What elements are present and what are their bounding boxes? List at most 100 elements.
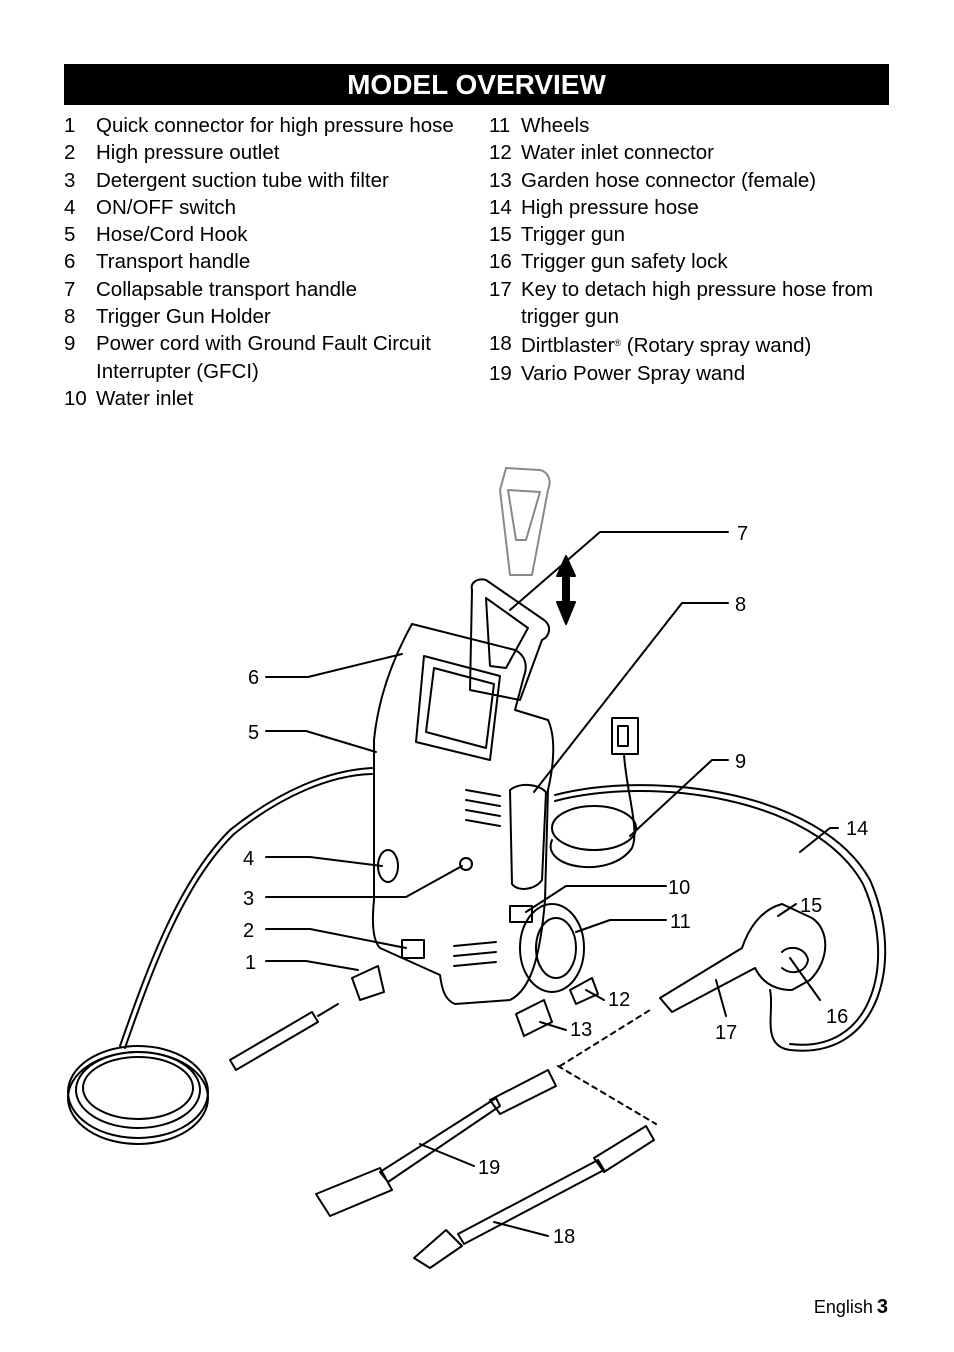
high-pressure-outlet (401, 939, 425, 959)
item-text: Wheels (521, 114, 590, 137)
item-number: 1 (64, 114, 76, 137)
item-text: High pressure hose (521, 195, 699, 219)
callout-16: 16 (826, 1006, 848, 1028)
transport-handle (469, 578, 550, 701)
item-number: 5 (64, 223, 76, 247)
item-text: Key to detach high pressure hose from tr… (521, 277, 874, 329)
trigger-gun-holder (509, 784, 547, 890)
list-item: 4 ON/OFF switch (64, 194, 474, 221)
item-number: 17 (489, 277, 512, 301)
callout-18: 18 (553, 1226, 575, 1248)
callout-14: 14 (846, 818, 868, 840)
item-number: 19 (489, 361, 512, 385)
item-number: 4 (64, 195, 76, 219)
callout-9: 9 (735, 751, 746, 773)
item-text: Vario Power Spray wand (521, 361, 746, 385)
up-down-arrow (556, 555, 576, 625)
item-number: 11 (489, 114, 511, 137)
item-text: Water inlet connector (521, 141, 714, 165)
item-number: 18 (489, 332, 512, 356)
callout-4: 4 (243, 848, 254, 870)
list-item: 5 Hose/Cord Hook (64, 221, 474, 248)
pressure-washer-diagram: 1 2 3 4 5 6 7 8 9 10 11 12 13 14 15 16 1… (67, 467, 887, 1269)
item-text: Garden hose connector (female) (521, 168, 817, 192)
footer-language: English (813, 1297, 873, 1317)
item-number: 2 (64, 141, 76, 165)
callout-2: 2 (243, 920, 254, 942)
hose-coil-outer (67, 1045, 209, 1139)
callout-10: 10 (668, 877, 690, 899)
gfci-plug (611, 717, 639, 755)
item-number: 12 (489, 141, 512, 165)
item-number: 3 (64, 168, 76, 192)
list-item: 15 Trigger gun (489, 221, 889, 248)
list-item: 12 Water inlet connector (489, 139, 889, 166)
vario-power-wand (315, 1167, 393, 1217)
item-text: Power cord with Ground Fault Circuit Int… (96, 332, 431, 383)
item-text-main: Dirtblaster (521, 334, 615, 358)
item-text: Collapsable transport handle (96, 277, 357, 301)
callout-8: 8 (735, 594, 746, 616)
list-item: 19 Vario Power Spray wand (489, 360, 889, 387)
list-item: 2 High pressure outlet (64, 139, 474, 166)
item-text: Trigger Gun Holder (96, 305, 271, 329)
callout-15: 15 (800, 895, 822, 917)
callout-6: 6 (248, 667, 259, 689)
callout-7: 7 (737, 523, 748, 545)
list-item: 13 Garden hose connector (female) (489, 167, 889, 194)
item-text: Detergent suction tube with filter (96, 168, 389, 192)
callout-17: 17 (715, 1022, 737, 1044)
list-item: 11 Wheels (489, 112, 889, 139)
item-number: 6 (64, 250, 76, 274)
hose-coil-mid (75, 1051, 201, 1129)
item-number: 10 (64, 386, 87, 410)
list-item: 3 Detergent suction tube with filter (64, 167, 474, 194)
dirtblaster-wand (413, 1229, 463, 1269)
item-number: 14 (489, 195, 512, 219)
list-item: 9 Power cord with Ground Fault Circuit In… (64, 330, 474, 385)
list-item: 17 Key to detach high pressure hose from … (489, 276, 889, 331)
callout-5: 5 (248, 722, 259, 744)
item-number: 13 (489, 168, 512, 192)
callout-19: 19 (478, 1157, 500, 1179)
item-text: Water inlet (96, 386, 194, 410)
item-number: 7 (64, 277, 76, 301)
callout-1: 1 (245, 952, 256, 974)
item-text-suffix: (Rotary spray wand) (621, 334, 812, 358)
item-text: Hose/Cord Hook (96, 223, 248, 247)
washer-body (371, 623, 555, 1005)
page-number: 3 (876, 1296, 888, 1318)
callout-3: 3 (243, 888, 254, 910)
list-item: 6 Transport handle (64, 248, 474, 275)
item-text: Dirtblaster® (Rotary spray wand) (521, 330, 889, 359)
list-item: 8 Trigger Gun Holder (64, 303, 474, 330)
callout-11: 11 (670, 911, 691, 933)
item-number: 9 (64, 332, 76, 356)
list-item: 18 Dirtblaster® (Rotary spray wand) (489, 330, 889, 359)
page-title: MODEL OVERVIEW (64, 64, 889, 105)
item-text: High pressure outlet (96, 141, 280, 165)
list-item: 14 High pressure hose (489, 194, 889, 221)
collapsable-handle (499, 467, 551, 576)
item-number: 16 (489, 250, 512, 274)
callout-13: 13 (570, 1019, 592, 1041)
hose-coil-inner (82, 1056, 194, 1120)
list-item: 10 Water inlet (64, 385, 474, 412)
item-text: ON/OFF switch (96, 195, 237, 219)
callout-12: 12 (608, 989, 630, 1011)
parts-list-right: 11 Wheels 12 Water inlet connector 13 Garde… (489, 112, 889, 387)
quick-connector (351, 965, 385, 1001)
registered-mark: ® (614, 338, 622, 349)
item-number: 15 (489, 223, 512, 247)
list-item: 7 Collapsable transport handle (64, 276, 474, 303)
trigger-gun (659, 903, 827, 1013)
hose-line (119, 767, 373, 1047)
item-number: 8 (64, 305, 76, 329)
item-text: Trigger gun (521, 223, 626, 247)
wheel (519, 903, 585, 993)
item-text: Transport handle (96, 250, 251, 274)
